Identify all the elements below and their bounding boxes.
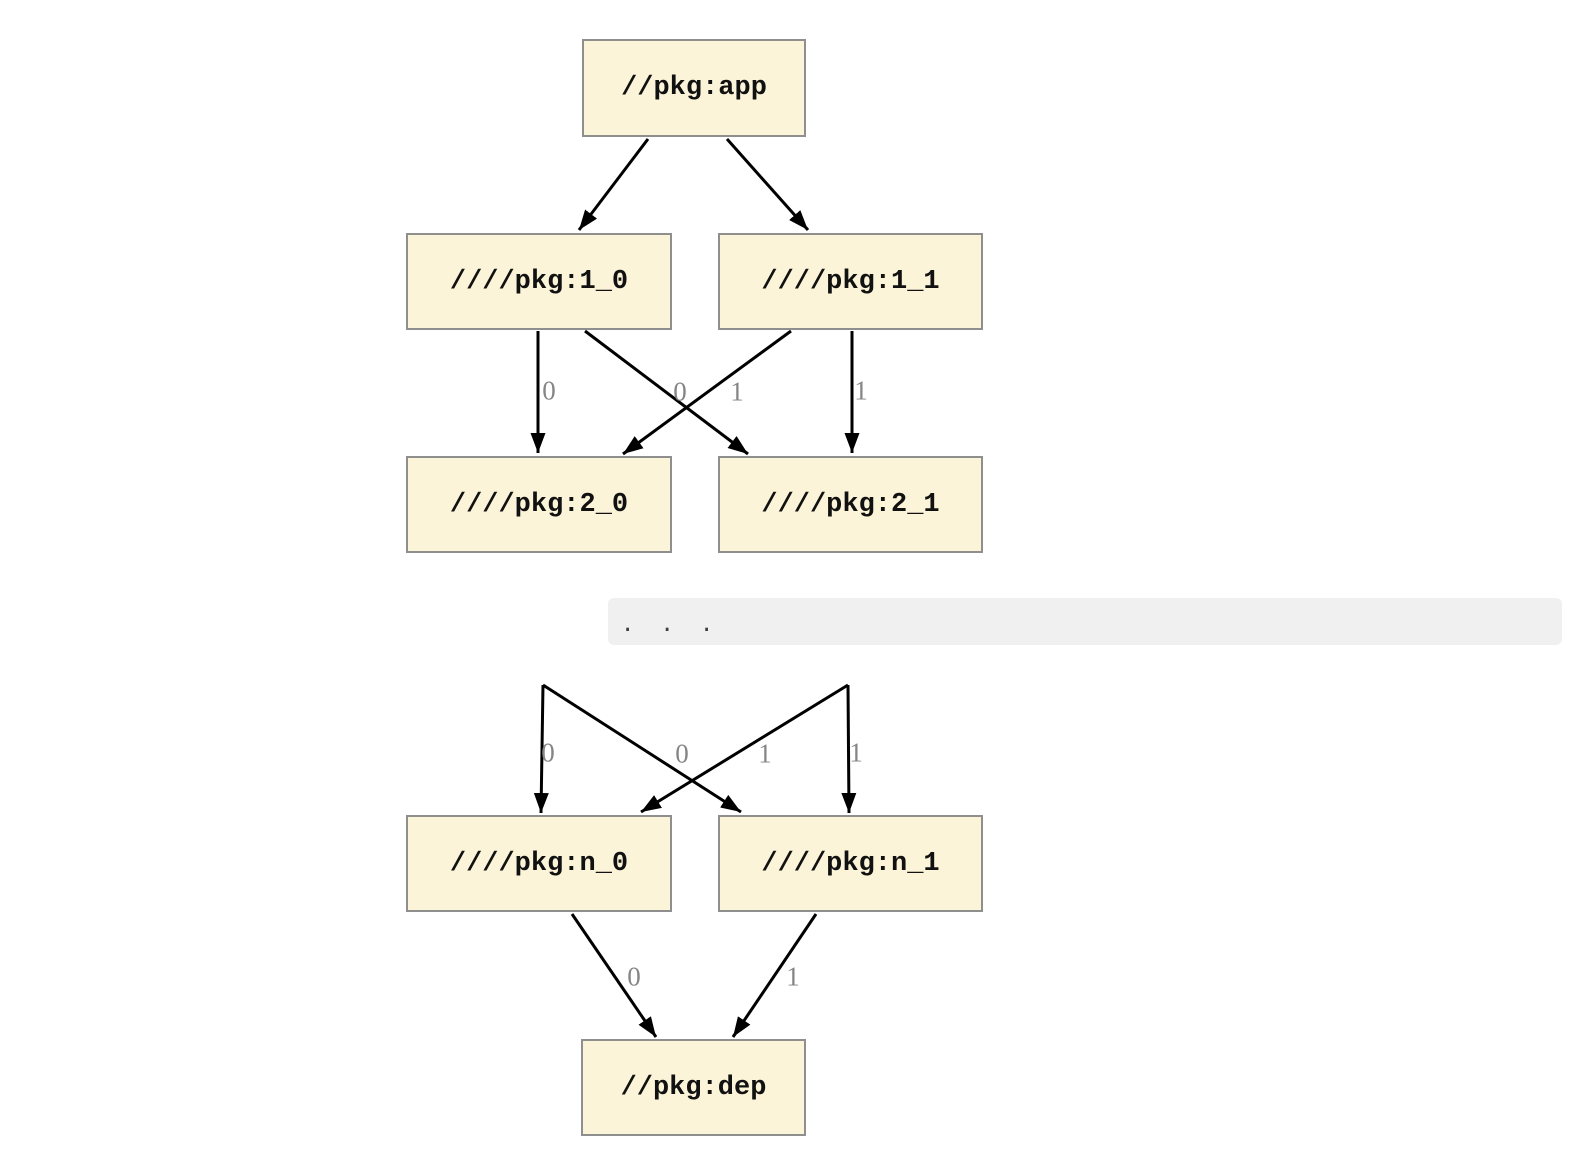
edge-n_1-to-dep — [731, 913, 818, 1038]
edge-ellipsis-to-n_0-straight — [533, 684, 549, 814]
edge-label-n_0-dep: 0 — [627, 961, 641, 992]
node-pkg-n_1: ////pkg:n_1 — [718, 815, 983, 912]
edge-label-1_1-2_1: 1 — [854, 375, 868, 406]
edge-label-1_0-2_1: 1 — [730, 376, 744, 407]
edge-label-ellipsis-n_1-cross: 1 — [758, 738, 772, 769]
edge-ellipsis-to-n_0-cross — [640, 683, 849, 814]
edge-ellipsis-to-n_1-straight — [841, 684, 857, 814]
node-pkg-n_0-label: ////pkg:n_0 — [449, 848, 629, 879]
edge-app-to-1_0 — [577, 138, 650, 231]
node-pkg-app: //pkg:app — [582, 39, 806, 137]
edge-app-to-1_1 — [725, 138, 810, 231]
node-pkg-n_0: ////pkg:n_0 — [406, 815, 672, 912]
edge-1_0-to-2_1 — [584, 329, 749, 456]
edge-ellipsis-to-n_1-cross — [542, 683, 742, 814]
node-pkg-n_1-label: ////pkg:n_1 — [761, 848, 940, 879]
edge-label-ellipsis-n_1-straight: 1 — [849, 737, 863, 768]
ellipsis-band: . . . — [608, 598, 1562, 645]
node-pkg-1_0: ////pkg:1_0 — [406, 233, 672, 330]
node-pkg-1_0-label: ////pkg:1_0 — [449, 266, 629, 297]
node-pkg-app-label: //pkg:app — [621, 73, 767, 103]
edge-n_0-to-dep — [570, 913, 658, 1038]
node-pkg-2_0-label: ////pkg:2_0 — [449, 489, 629, 520]
node-pkg-dep: //pkg:dep — [581, 1039, 806, 1136]
edge-label-ellipsis-n_0-cross: 0 — [675, 738, 689, 769]
node-pkg-1_1: ////pkg:1_1 — [718, 233, 983, 330]
edge-label-1_0-2_0: 0 — [542, 375, 556, 406]
node-pkg-1_1-label: ////pkg:1_1 — [761, 266, 940, 297]
edge-label-ellipsis-n_0-straight: 0 — [541, 737, 555, 768]
edge-label-n_1-dep: 1 — [786, 961, 800, 992]
node-pkg-dep-label: //pkg:dep — [620, 1072, 767, 1103]
ellipsis-dots: . . . — [621, 612, 714, 637]
edge-1_1-to-2_0 — [622, 329, 792, 456]
edge-label-1_1-2_0: 0 — [673, 376, 687, 407]
node-pkg-2_1: ////pkg:2_1 — [718, 456, 983, 553]
node-pkg-2_1-label: ////pkg:2_1 — [761, 489, 940, 520]
node-pkg-2_0: ////pkg:2_0 — [406, 456, 672, 553]
